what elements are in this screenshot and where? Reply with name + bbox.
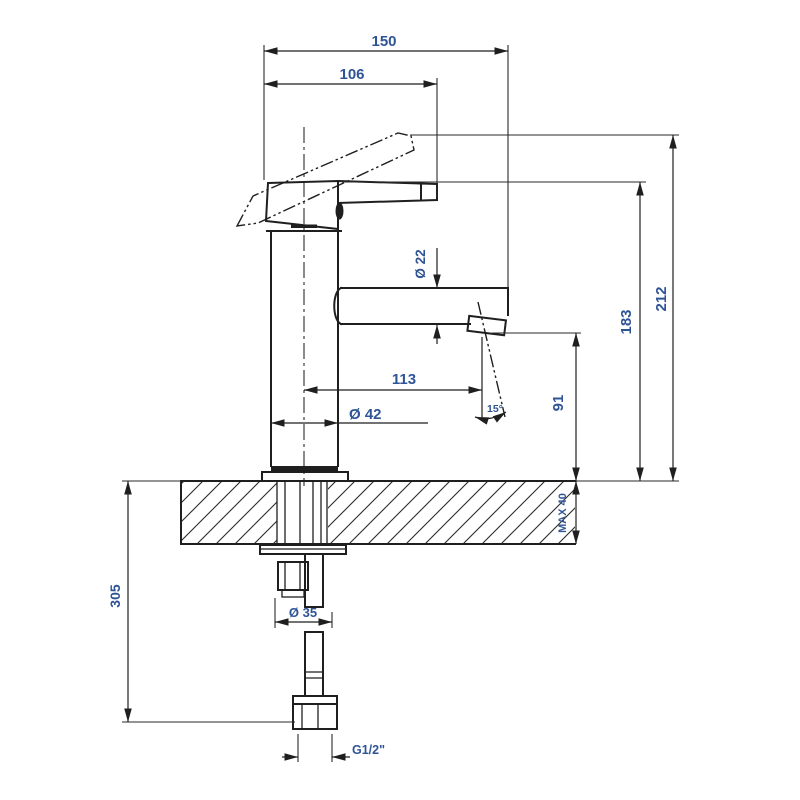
- dimension-lines: [122, 45, 679, 762]
- dim-label-max40: MAX 40: [557, 493, 569, 533]
- angle-arc-15deg: [474, 411, 507, 425]
- hose-crimp: [304, 671, 324, 679]
- lever-pivot: [335, 202, 344, 220]
- dim-label-150: 150: [371, 33, 396, 50]
- dim-label-15deg: 15°: [487, 403, 503, 415]
- base-joint-band: [271, 466, 338, 472]
- supply-tail-upper: [304, 553, 324, 608]
- mounting-nut: [277, 561, 309, 591]
- handle-raised-phantom-outline: [235, 132, 415, 227]
- dimension-labels: 150 106 212 183 91 MAX 40 305 Ø 22 113 Ø…: [107, 33, 670, 757]
- top-extension-lines: [263, 45, 509, 287]
- dim-label-d35: Ø 35: [289, 605, 317, 620]
- hose-end-nut-facets: [301, 704, 319, 729]
- under-deck-assembly: [259, 481, 347, 730]
- body-column: [270, 230, 339, 467]
- left-extension-lines: [122, 480, 295, 723]
- base-flange: [261, 471, 349, 482]
- mounting-nut-facets: [284, 562, 301, 590]
- dim-label-305: 305: [107, 584, 123, 608]
- dim-label-d22: Ø 22: [413, 249, 428, 278]
- mixer-head-outline: [264, 179, 339, 231]
- dim-label-91: 91: [550, 395, 567, 412]
- dim-label-113: 113: [392, 371, 416, 388]
- dim-label-d42: Ø 42: [349, 406, 382, 423]
- neck-gap-shadow: [291, 224, 317, 228]
- lever-outline: [337, 179, 438, 205]
- faucet-body: [235, 127, 509, 486]
- hose-end-nut: [292, 703, 338, 730]
- hose-coupling: [292, 695, 338, 705]
- spout-outline: [333, 286, 509, 326]
- aerator: [466, 314, 508, 337]
- threaded-shank: [276, 481, 328, 545]
- deck-hatch-right: [328, 482, 575, 543]
- deck-outline: [180, 480, 576, 545]
- deck-section: [122, 480, 679, 545]
- supply-hose: [304, 631, 324, 697]
- mounting-nut-collar: [281, 589, 305, 598]
- aerator-axis-phantom: [477, 301, 506, 418]
- deck-hatch-left: [182, 482, 277, 543]
- thread-extension-lines: [297, 734, 333, 762]
- dim-label-183: 183: [618, 309, 635, 334]
- dim-label-106: 106: [339, 66, 364, 83]
- dim-label-212: 212: [653, 286, 670, 311]
- dim-label-g12: G1/2": [352, 743, 385, 757]
- right-extension-lines: [342, 134, 679, 183]
